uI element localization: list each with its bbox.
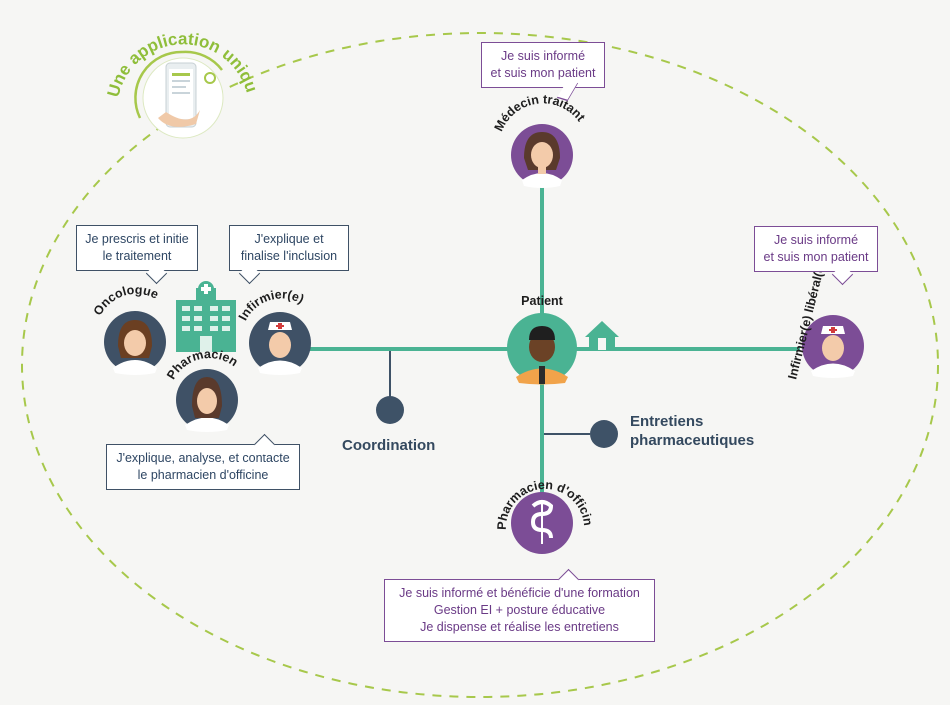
bubble-oncologue-line: le traitement	[102, 249, 172, 263]
entretiens-label-line: pharmaceutiques	[630, 432, 755, 449]
hospital-icon	[176, 281, 236, 352]
bubble-medecin-line: et suis mon patient	[490, 66, 596, 80]
bubble-medecin: Je suis informé et suis mon patient	[481, 42, 605, 102]
bubble-infirmier-line: finalise l'inclusion	[240, 249, 338, 263]
smartphone-icon	[158, 62, 200, 128]
avatar-oncologue	[104, 311, 166, 375]
avatar-medecin	[511, 124, 573, 188]
app-badge: Une application unique	[0, 0, 261, 139]
coordination-label: Coordination	[342, 437, 436, 454]
bubble-officine-line: Je suis informé et bénéficie d'une forma…	[399, 586, 640, 600]
network-boundary	[21, 32, 939, 698]
entretiens-label-line: Entretiens	[630, 413, 704, 430]
entretiens-label: Entretiens pharmaceutiques	[630, 412, 754, 450]
avatar-infirmier-liberal	[802, 315, 864, 378]
bubble-infirmier-liberal-line: Je suis informé	[773, 233, 859, 247]
bubble-infirmier-line: J'explique et	[254, 232, 324, 246]
bubble-oncologue-line: Je prescris et initie	[85, 232, 189, 246]
avatar-infirmier	[249, 312, 311, 375]
bubble-infirmier-liberal-line: et suis mon patient	[763, 250, 869, 264]
bubble-officine-line: Je dispense et réalise les entretiens	[420, 620, 619, 634]
bubble-pharmacien-line: J'explique, analyse, et contacte	[116, 451, 290, 465]
house-icon	[585, 321, 619, 350]
bubble-oncologue: Je prescris et initie le traitement	[76, 225, 198, 285]
svg-text:Une application unique: Une application unique	[0, 0, 261, 99]
avatar-patient	[507, 313, 577, 385]
avatar-pharmacien-officine	[511, 492, 573, 554]
bubble-medecin-line: Je suis informé	[500, 49, 586, 63]
caduceus-icon	[530, 500, 554, 544]
bubble-officine-line: Gestion EI + posture éducative	[433, 603, 606, 617]
role-patient: Patient	[521, 294, 564, 308]
avatar-pharmacien	[176, 369, 238, 432]
app-badge-text: Une application unique	[0, 0, 261, 99]
bubble-infirmier: J'explique et finalise l'inclusion	[229, 225, 349, 285]
bubble-officine: Je suis informé et bénéficie d'une forma…	[384, 568, 655, 642]
coordination-node	[376, 396, 404, 424]
bubble-pharmacien-line: le pharmacien d'officine	[137, 468, 269, 482]
bubble-pharmacien: J'explique, analyse, et contacte le phar…	[106, 433, 300, 490]
entretiens-node	[590, 420, 618, 448]
coordination-connector	[389, 351, 590, 435]
bubble-infirmier-liberal: Je suis informé et suis mon patient	[754, 226, 878, 286]
